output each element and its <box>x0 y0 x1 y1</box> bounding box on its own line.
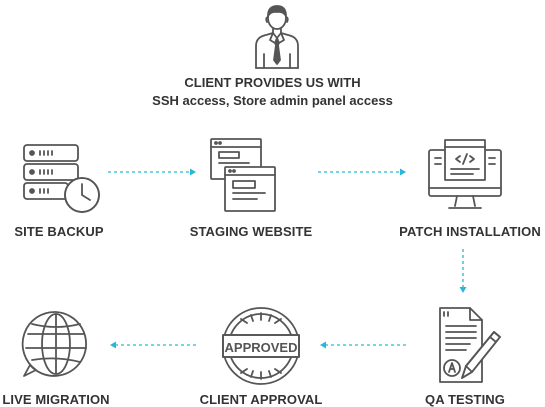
stamp-text: APPROVED <box>225 340 298 355</box>
client-person-icon <box>252 2 302 70</box>
step-label-client-approval: CLIENT APPROVAL <box>199 392 323 407</box>
step-label-staging-website: STAGING WEBSITE <box>189 224 313 239</box>
monitor-code-icon <box>427 138 503 214</box>
step-label-patch-installation: PATCH INSTALLATION <box>399 224 541 239</box>
approved-stamp-icon: APPROVED <box>219 305 303 387</box>
arrow-down-1 <box>458 249 468 295</box>
browser-windows-icon <box>209 137 277 213</box>
server-clock-icon <box>22 143 102 215</box>
arrow-right-2 <box>318 167 408 177</box>
arrow-left-1 <box>318 340 408 350</box>
globe-chat-icon <box>20 308 92 380</box>
step-label-site-backup: SITE BACKUP <box>14 224 104 239</box>
header-subtitle: SSH access, Store admin panel access <box>152 93 393 108</box>
arrow-right-1 <box>108 167 198 177</box>
document-pen-icon <box>436 306 504 386</box>
step-label-live-migration: LIVE MIGRATION <box>2 392 110 407</box>
header-title: CLIENT PROVIDES US WITH <box>184 75 361 90</box>
arrow-left-2 <box>108 340 198 350</box>
step-label-qa-testing: QA TESTING <box>425 392 505 407</box>
